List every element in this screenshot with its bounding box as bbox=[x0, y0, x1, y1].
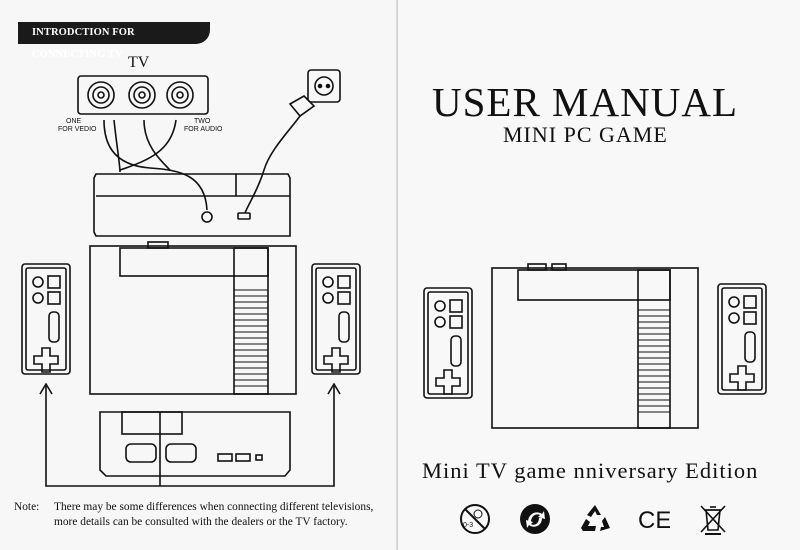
manual-subtitle: MINI PC GAME bbox=[503, 122, 668, 147]
tv-label: TV bbox=[128, 54, 150, 71]
port-two-label: TWO FOR AUDIO bbox=[184, 118, 223, 134]
port-two-label-line1: TWO bbox=[194, 118, 211, 125]
page-fold bbox=[396, 0, 399, 550]
left-page: INTRODCTION FOR CONNECTING TV TV ONE FOR… bbox=[0, 0, 398, 550]
no-under-3-icon: 0-3 bbox=[460, 504, 490, 534]
tv-port-panel bbox=[77, 75, 209, 115]
right-page-right-controller bbox=[717, 283, 767, 395]
tv-port-1 bbox=[87, 81, 115, 109]
controller-connection-arrows bbox=[39, 382, 341, 487]
port-two-label-line2: FOR AUDIO bbox=[184, 126, 223, 133]
port-one-label-line1: ONE bbox=[66, 118, 82, 125]
right-controller bbox=[311, 263, 361, 375]
tv-port-2 bbox=[128, 81, 156, 109]
ce-mark-icon: CE bbox=[638, 507, 670, 534]
console-ridges bbox=[234, 289, 268, 387]
weee-bin-icon bbox=[700, 505, 726, 535]
port-one-label: ONE FOR VEDIO bbox=[58, 118, 97, 134]
power-plug bbox=[244, 95, 316, 214]
console-top-view bbox=[89, 241, 297, 395]
av-cable bbox=[103, 119, 208, 211]
note-text: There may be some differences when conne… bbox=[54, 501, 374, 528]
console-front-view bbox=[99, 411, 291, 477]
recycle-arrow-icon bbox=[520, 504, 550, 534]
console-top-view-right bbox=[491, 263, 699, 429]
right-page bbox=[398, 0, 800, 550]
port-one-label-line2: FOR VEDIO bbox=[58, 126, 97, 133]
age-mark-text: 0-3 bbox=[463, 522, 473, 529]
header-tab: INTRODCTION FOR CONNECTING TV bbox=[18, 22, 210, 60]
console-ridges-right bbox=[638, 309, 670, 413]
right-page-left-controller bbox=[423, 287, 473, 399]
ce-mark-text: CE bbox=[638, 507, 670, 534]
tv-port-3 bbox=[166, 81, 194, 109]
manual-title: USER MANUAL bbox=[432, 79, 738, 125]
edition-title: Mini TV game nniversary Edition bbox=[422, 458, 759, 483]
recycle-triangle-icon bbox=[581, 505, 610, 531]
power-socket bbox=[307, 69, 341, 103]
connection-diagram bbox=[21, 69, 361, 487]
left-controller bbox=[21, 263, 71, 375]
note-key: Note: bbox=[14, 501, 40, 513]
console-rear-view bbox=[93, 173, 291, 237]
